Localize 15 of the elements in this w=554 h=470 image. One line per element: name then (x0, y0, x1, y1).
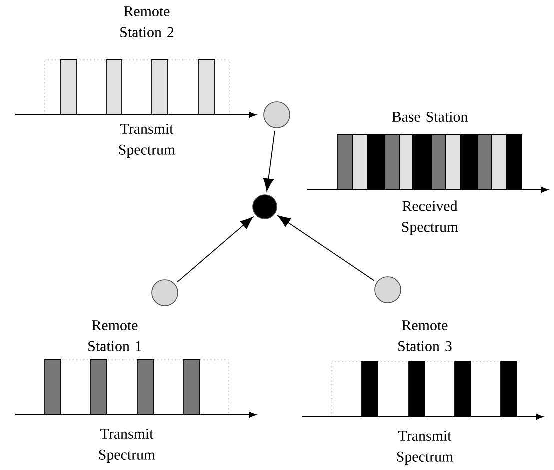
station-circle (374, 276, 402, 304)
station-label: Transmit Spectrum (397, 431, 454, 465)
arrow (177, 217, 254, 283)
station-label: Remote Station 2 (120, 6, 174, 38)
station-label: Remote Station 3 (398, 320, 452, 352)
station-label: Transmit Spectrum (99, 429, 156, 463)
station-label: Received Spectrum (402, 200, 458, 236)
station-label: Transmit Spectrum (119, 124, 176, 158)
station-circle (152, 280, 178, 306)
station-label: Base Station (392, 112, 468, 122)
station-circle (264, 102, 290, 128)
station-label: Remote Station 1 (88, 320, 142, 352)
arrow (264, 130, 276, 192)
arrow (278, 216, 375, 282)
station-circle (252, 194, 278, 220)
